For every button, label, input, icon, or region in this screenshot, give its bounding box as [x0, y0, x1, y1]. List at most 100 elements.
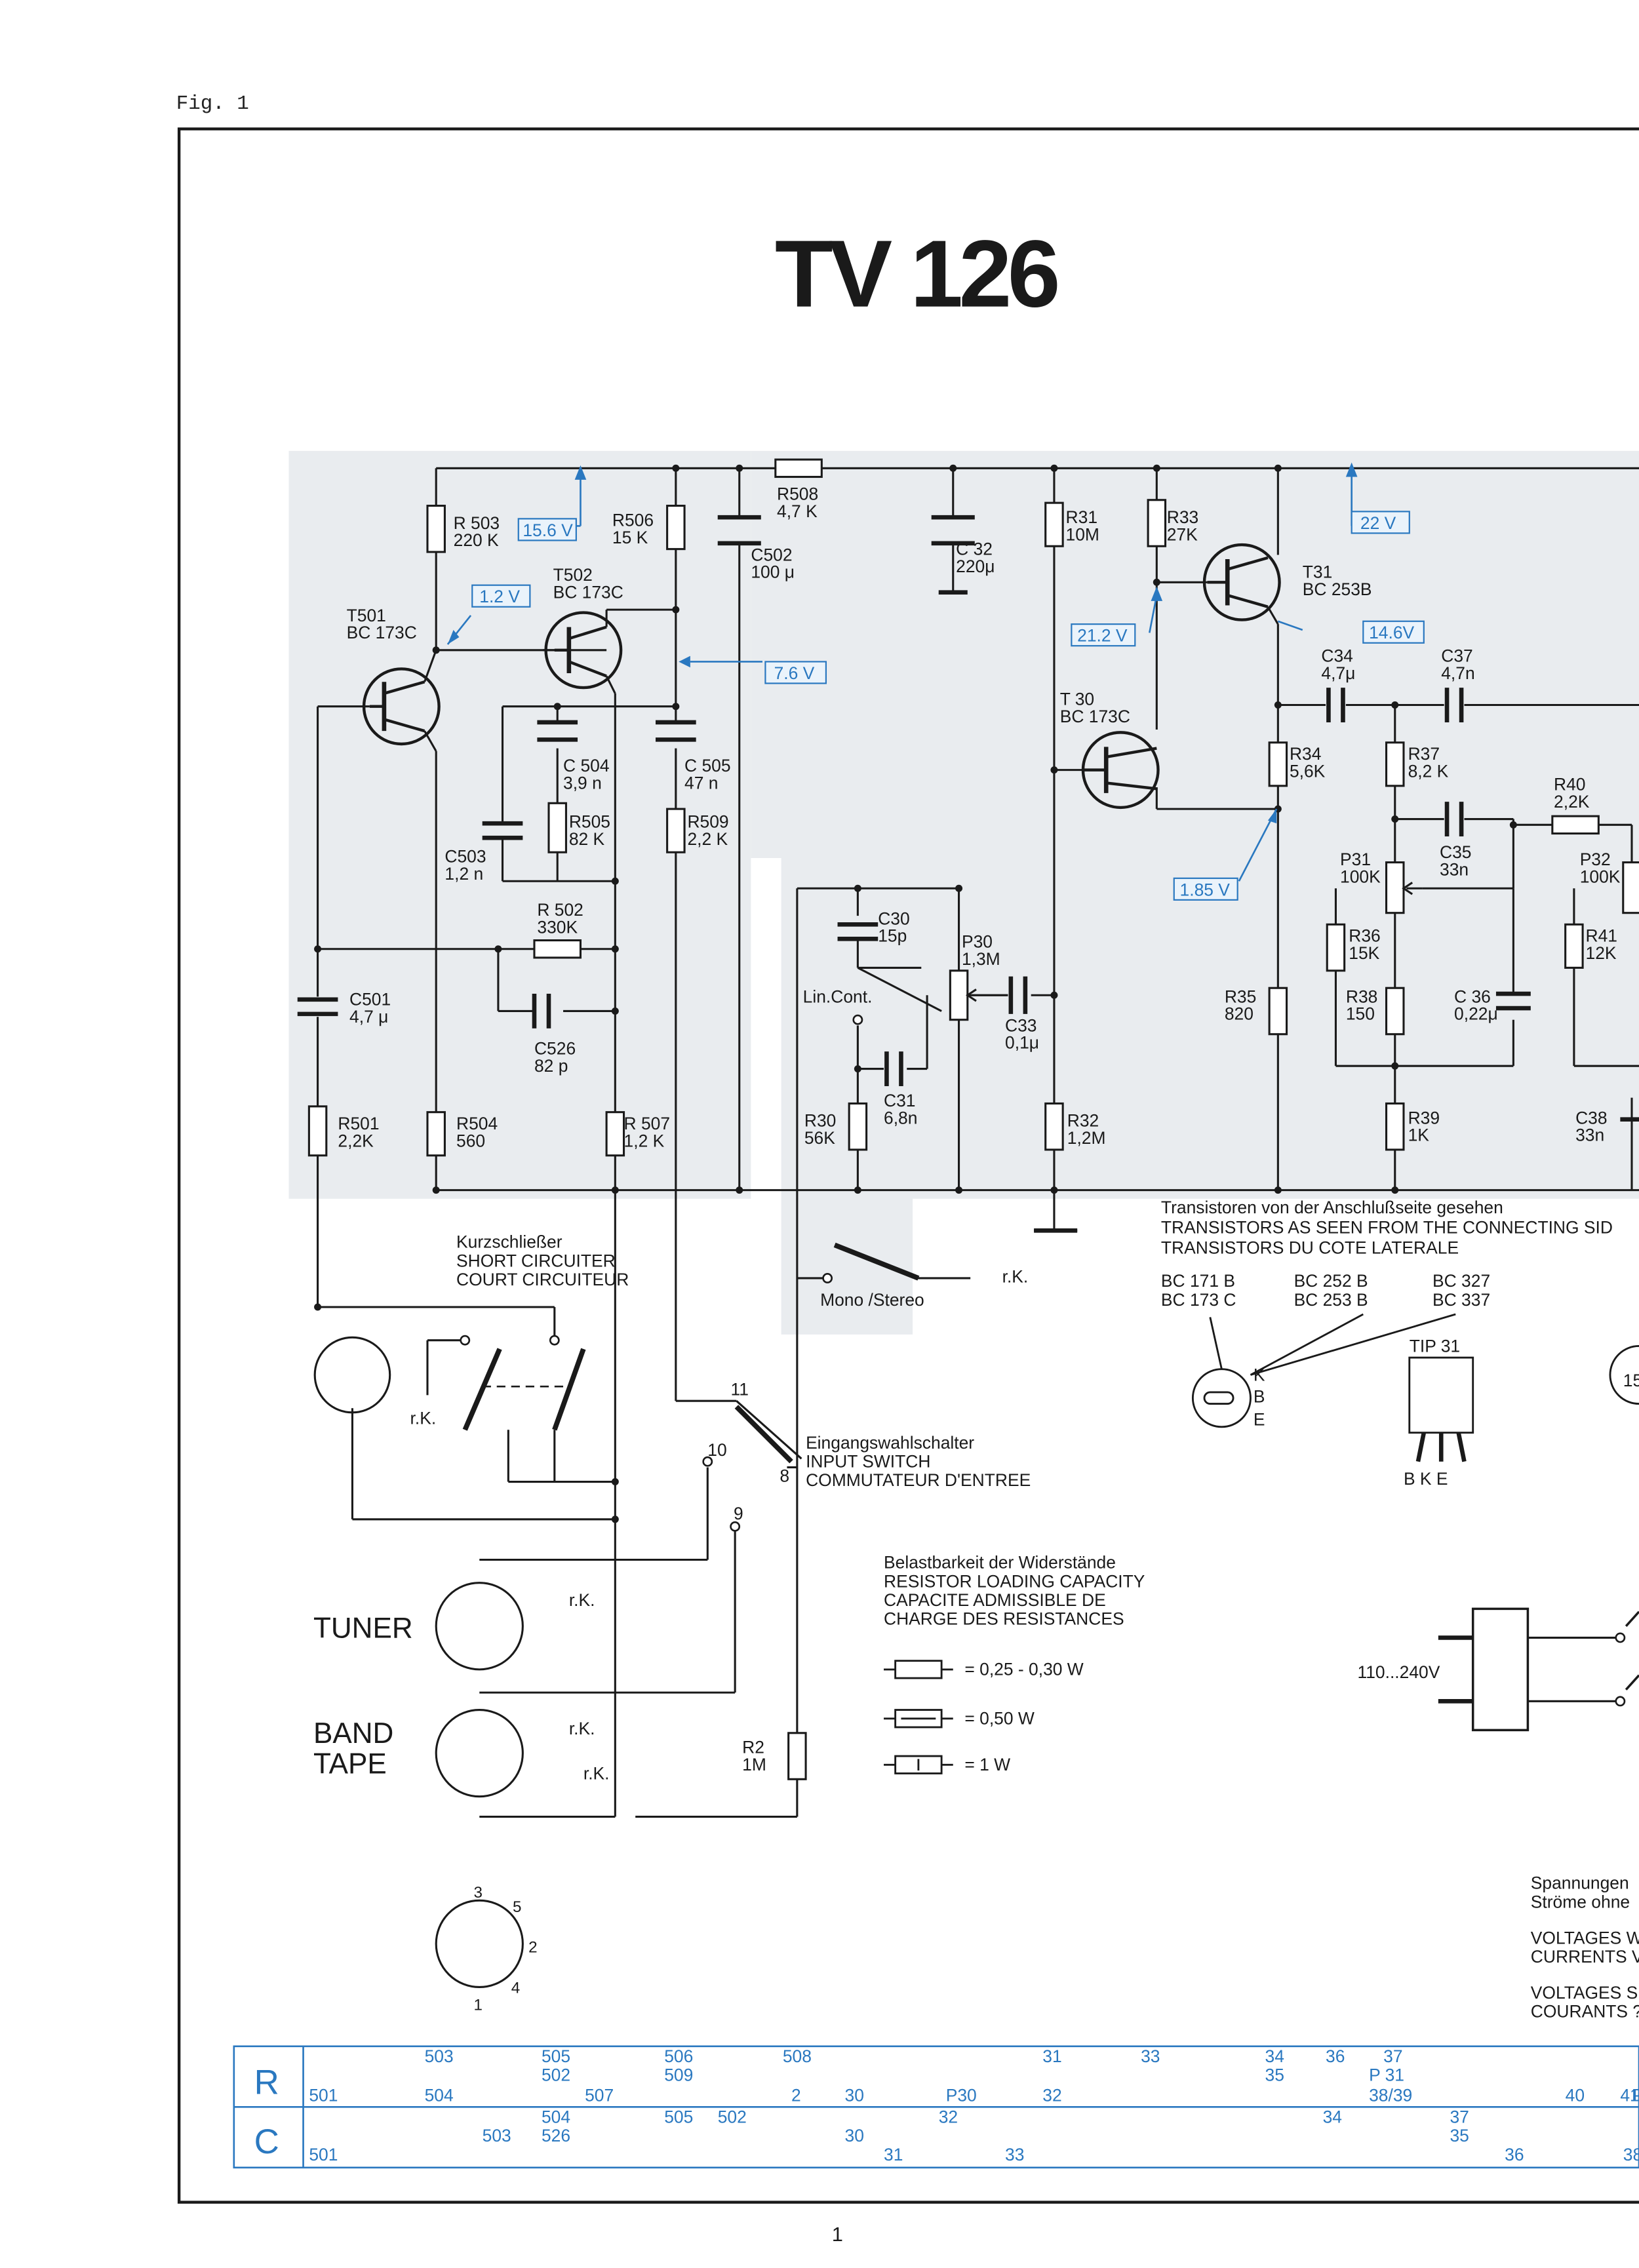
voltage-label: 15.6 V	[523, 520, 573, 540]
lin-cont-label: Lin.Cont.	[803, 987, 873, 1006]
component-value: 82 K	[569, 829, 605, 849]
pin-label: B K E	[1404, 1469, 1448, 1489]
legend-line: Transistoren von der Anschlußseite geseh…	[1161, 1198, 1503, 1217]
rk-label: r.K.	[569, 1590, 595, 1610]
transistor-type: BC 253B	[1303, 579, 1372, 599]
table-cell: 37	[1383, 2046, 1402, 2066]
component-value: 15K	[1349, 943, 1379, 963]
legend-line: BC 253 B	[1294, 1290, 1368, 1310]
table-cell: 36	[1326, 2046, 1345, 2066]
component-value: 6,8n	[884, 1108, 917, 1127]
locator-table	[233, 2045, 1639, 2169]
component-ref: R38	[1346, 987, 1377, 1006]
capacitor-symbols	[297, 515, 1639, 1122]
page-number: 1	[832, 2223, 843, 2246]
table-cell: 33	[1005, 2145, 1024, 2164]
component-value: 10M	[1066, 524, 1099, 544]
component-value: 150	[1346, 1004, 1375, 1024]
din-pin: 1	[473, 1997, 482, 2014]
component-value: 33n	[1575, 1125, 1604, 1145]
component-ref: C 32	[956, 539, 993, 558]
component-ref: R504	[456, 1114, 498, 1133]
component-ref: R 502	[537, 900, 583, 920]
component-ref: C35	[1440, 842, 1471, 862]
input-switch-label-fr: COMMUTATEUR D'ENTREE	[806, 1470, 1031, 1490]
voltage-label: 1.85 V	[1180, 880, 1231, 899]
component-ref: C503	[444, 847, 486, 867]
legend-line: TIP 31	[1410, 1336, 1460, 1356]
resistor-symbols	[307, 458, 1639, 1780]
component-ref: R 503	[454, 513, 500, 533]
table-cell: P3	[1632, 2085, 1639, 2105]
short-circuiter-label-fr: COURT CIRCUITEUR	[456, 1270, 629, 1289]
table-cell: 30	[845, 2085, 864, 2105]
component-ref: C 36	[1454, 987, 1491, 1006]
component-value: 33n	[1440, 859, 1469, 879]
note-line: Spannungen	[1531, 1873, 1629, 1893]
component-ref: C502	[751, 545, 792, 564]
table-cell: 34	[1265, 2046, 1284, 2066]
table-cell: 501	[309, 2145, 338, 2164]
component-ref: C501	[349, 990, 391, 1009]
pin-label: B	[1254, 1386, 1265, 1406]
transistor-packages	[1191, 1313, 1639, 1462]
tuner-label: TUNER	[313, 1612, 413, 1644]
component-value: 4,7μ	[1321, 663, 1355, 683]
table-cell: 40	[1566, 2085, 1585, 2105]
component-value: 1K	[1408, 1125, 1430, 1145]
component-value: 8,2 K	[1408, 762, 1449, 781]
component-value: 4,7n	[1441, 663, 1474, 683]
table-cell: 32	[1042, 2085, 1061, 2105]
component-value: 0,22μ	[1454, 1004, 1498, 1024]
legend-line: TRANSISTORS AS SEEN FROM THE CONNECTING …	[1161, 1218, 1613, 1238]
table-cell: 36	[1505, 2145, 1524, 2164]
note-line: CURRENTS V	[1531, 1947, 1639, 1966]
component-ref: R36	[1349, 926, 1380, 946]
component-value: 27K	[1167, 524, 1198, 544]
din-pin-labels: 3 5 2 4 1	[473, 1884, 537, 2014]
band-label: BAND	[313, 1717, 393, 1750]
table-cell: 37	[1450, 2107, 1469, 2127]
microphone-jack	[313, 1336, 391, 1414]
component-ref: R34	[1290, 744, 1321, 764]
switch-position: 11	[731, 1379, 749, 1399]
table-cell: 503	[483, 2126, 511, 2145]
component-value: 100K	[1580, 867, 1621, 886]
voltage-label: 1.2 V	[479, 587, 520, 606]
component-ref: R35	[1225, 987, 1256, 1006]
table-cell: P30	[946, 2085, 977, 2105]
table-cell: 503	[425, 2046, 454, 2066]
component-value: 5,6K	[1290, 762, 1326, 781]
input-switch-label-en: INPUT SWITCH	[806, 1452, 930, 1472]
tape-label: TAPE	[313, 1748, 387, 1780]
component-value: 1M	[742, 1755, 766, 1774]
table-cell: 31	[1042, 2046, 1061, 2066]
din-pin: 2	[528, 1939, 537, 1957]
component-value: 2,2K	[338, 1131, 374, 1151]
component-ref: C38	[1575, 1108, 1607, 1127]
component-ref: C37	[1441, 646, 1472, 665]
component-value: 15 K	[612, 528, 648, 547]
component-ref: R506	[612, 510, 654, 530]
component-ref: C 505	[684, 756, 731, 775]
component-ref: R39	[1408, 1108, 1440, 1127]
component-ref: R 507	[624, 1114, 671, 1133]
legend-line: TRANSISTORS DU COTE LATERALE	[1161, 1238, 1459, 1258]
component-ref: C526	[534, 1039, 576, 1059]
voltage-label: 21.2 V	[1077, 626, 1128, 646]
component-ref: C30	[878, 909, 909, 928]
din-pin: 5	[513, 1898, 521, 1916]
voltage-boxes	[471, 511, 1425, 901]
component-ref: C33	[1005, 1015, 1037, 1035]
rk-label: r.K.	[569, 1719, 595, 1738]
transistor-ref: T502	[553, 565, 593, 585]
transistor-symbols	[362, 543, 1281, 810]
component-ref: P32	[1580, 850, 1611, 869]
open-terminals	[460, 1014, 1626, 1707]
table-cell: P 31	[1369, 2065, 1404, 2085]
table-cell: 502	[718, 2107, 747, 2127]
pin-label: K	[1254, 1365, 1265, 1384]
transistor-ref: T 30	[1060, 690, 1094, 709]
